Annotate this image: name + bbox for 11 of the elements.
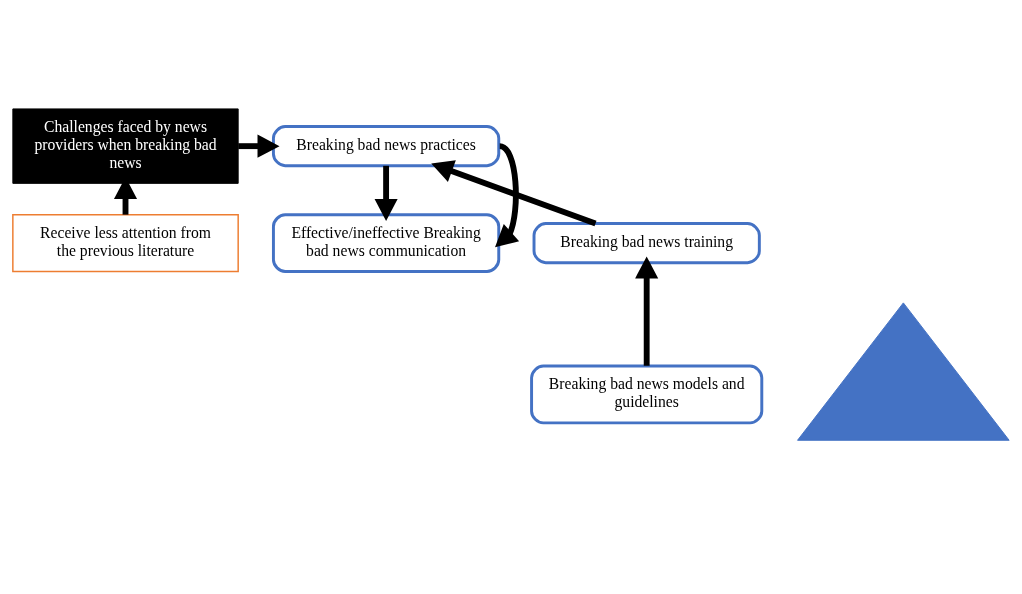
node-box: Breaking bad news models and guidelines (530, 364, 764, 424)
arrow (238, 134, 280, 158)
arrow (374, 165, 398, 221)
node-box: Effective/ineffective Breaking bad news communication (271, 212, 501, 273)
node-triangle (797, 301, 1010, 441)
node-box: Challenges faced by news providers when breaking bad news (12, 107, 239, 184)
node-box: Breaking bad news practices (271, 124, 501, 167)
node-box: Breaking bad news training (532, 221, 761, 264)
node-box: Receive less attention from the previous literature (12, 213, 239, 272)
arrow (431, 159, 597, 226)
arrow (635, 255, 659, 366)
